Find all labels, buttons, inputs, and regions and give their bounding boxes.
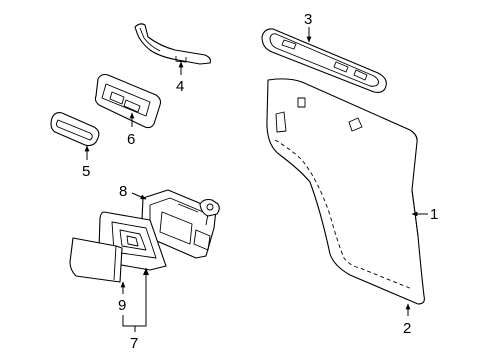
callout-2-label: 2 bbox=[403, 320, 411, 337]
callout-1: 1 bbox=[411, 206, 438, 223]
callout-8: 8 bbox=[119, 183, 147, 200]
callout-7: 7 bbox=[122, 268, 149, 352]
callout-5: 5 bbox=[82, 145, 90, 180]
callout-6-label: 6 bbox=[127, 131, 135, 148]
small-bezel-part bbox=[50, 112, 100, 147]
callout-3-label: 3 bbox=[304, 11, 312, 28]
trim-strip-part bbox=[261, 28, 387, 93]
callout-6: 6 bbox=[127, 112, 135, 148]
callout-1-label: 1 bbox=[430, 206, 438, 223]
callout-7-label: 7 bbox=[130, 335, 138, 352]
callout-2: 2 bbox=[403, 303, 411, 337]
callout-5-label: 5 bbox=[82, 163, 90, 180]
callout-4-label: 4 bbox=[176, 78, 184, 95]
callout-8-label: 8 bbox=[119, 183, 127, 200]
callout-3: 3 bbox=[304, 11, 312, 43]
callout-4: 4 bbox=[176, 61, 184, 95]
clip-part bbox=[134, 23, 211, 65]
callout-9: 9 bbox=[118, 281, 126, 314]
pad-part bbox=[69, 237, 123, 283]
handle-mechanism-part bbox=[141, 189, 220, 259]
handle-bezel-part bbox=[94, 73, 162, 129]
panel-part bbox=[266, 78, 425, 305]
callout-9-label: 9 bbox=[118, 297, 126, 314]
